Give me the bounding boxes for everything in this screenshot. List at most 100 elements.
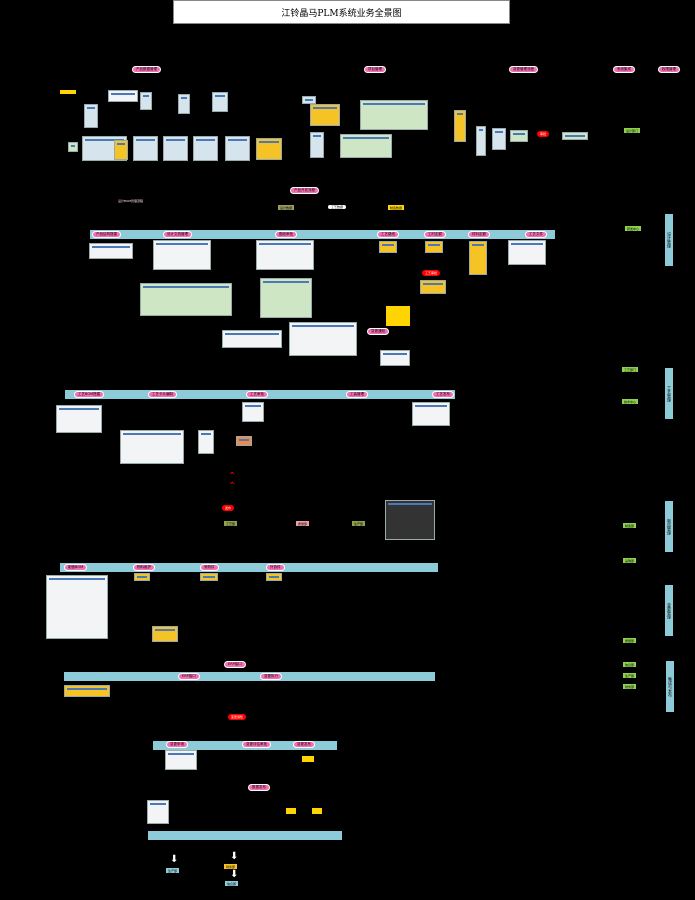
screenshot: [212, 92, 228, 112]
output-label: 信息部: [225, 881, 239, 886]
swimlane: [148, 831, 342, 840]
screenshot: [510, 130, 528, 142]
screenshot: [266, 573, 282, 581]
up-arrow-icon: ⌃: [228, 481, 237, 492]
screenshot: [46, 575, 108, 639]
sub-label: 设计数据: [278, 205, 295, 210]
process-step: 图纸审批: [275, 231, 297, 238]
screenshot: [163, 136, 188, 161]
process-step: 制造BOM: [64, 564, 88, 571]
dept-label: 制造部: [623, 523, 637, 528]
header-pill: 产品数据管理: [132, 66, 161, 73]
screenshot: [200, 573, 218, 581]
process-step: 物料维护: [133, 564, 155, 571]
screenshot: [562, 132, 588, 140]
screenshot: [153, 240, 211, 270]
screenshot: [454, 110, 466, 142]
side-category: 设计管理: [665, 214, 673, 266]
process-step: 工时定额: [424, 231, 446, 238]
side-category: 集成与发布: [666, 661, 674, 712]
side-category: 制造管理: [665, 501, 673, 552]
screenshot: [68, 142, 78, 152]
process-step: 工艺发布: [432, 391, 454, 398]
header-pill: 项目管理: [364, 66, 386, 73]
red-label: 变更通知: [228, 714, 247, 720]
output-label: 生产部: [166, 868, 180, 873]
header-pill: 权限管理: [658, 66, 680, 73]
screenshot: [379, 241, 397, 253]
screenshot: [340, 134, 392, 158]
process-step: 变更通知: [367, 328, 389, 335]
screenshot: [84, 104, 98, 128]
process-step: 产品结构搭建: [92, 231, 121, 238]
process-step: 工装管理: [346, 391, 368, 398]
process-step: 工艺审批: [246, 391, 268, 398]
tag: [312, 808, 322, 814]
dept-label: 信息部: [623, 662, 637, 667]
screenshot: [140, 92, 152, 110]
screenshot: [412, 402, 450, 426]
screenshot: [114, 140, 128, 160]
section-pill: 产品开发流程: [290, 187, 319, 194]
screenshot: [492, 128, 506, 150]
screenshot: [193, 136, 218, 161]
screenshot: [140, 283, 232, 316]
screenshot: [108, 90, 138, 102]
screenshot: [120, 430, 184, 464]
red-label: 发布: [222, 505, 235, 511]
screenshot: [64, 685, 110, 697]
screenshot: [89, 243, 133, 259]
header-pill: 变更管理流程: [509, 66, 538, 73]
screenshot: [310, 104, 340, 126]
process-step: 变更申请: [166, 741, 188, 748]
screenshot: [152, 626, 178, 642]
screenshot: [133, 136, 158, 161]
screenshot: [165, 750, 197, 770]
tag: 生产部: [352, 521, 366, 526]
screenshot: [225, 136, 250, 161]
screenshot: [508, 240, 546, 265]
tag: [302, 756, 314, 762]
screenshot: [256, 138, 282, 160]
screenshot: [425, 241, 443, 253]
header-pill: 系统集成: [613, 66, 635, 73]
dept-label: 采购部: [623, 558, 637, 563]
note: [386, 306, 410, 326]
dept-label: 技术中心: [622, 399, 639, 404]
screenshot: [147, 800, 169, 824]
red-label: 审批: [537, 131, 550, 137]
down-arrow-icon: ⬇: [230, 851, 239, 862]
tag: [286, 808, 296, 814]
screenshot: [134, 573, 150, 581]
section-pill: 数据发布: [248, 784, 270, 791]
dept-label: 研发中心: [625, 226, 642, 231]
screenshot: [420, 280, 446, 294]
dept-label: 财务部: [623, 684, 637, 689]
dept-label: 工艺部门: [622, 367, 639, 372]
process-step: 外协件: [266, 564, 285, 571]
process-step: 工艺BOM搭建: [74, 391, 105, 398]
dept-label: 设计部门: [624, 128, 641, 133]
page-title: 江铃晶马PLM系统业务全景图: [173, 0, 510, 24]
process-step: 工艺文件: [525, 231, 547, 238]
down-arrow-icon: ⬇: [230, 869, 239, 880]
screenshot: [476, 126, 486, 156]
red-label: 工艺审批: [422, 270, 441, 276]
screenshot: [242, 402, 264, 422]
process-step: 变更评估审批: [242, 741, 271, 748]
swimlane: [90, 230, 555, 239]
sub-label: 设计BOM管理流程: [118, 199, 143, 203]
sub-label: 制造数据: [388, 205, 405, 210]
swimlane: [60, 563, 438, 572]
swimlane: [64, 672, 435, 681]
tag: 质量部: [296, 521, 310, 526]
screenshot: [236, 436, 252, 446]
side-category: 变更管理: [665, 585, 673, 636]
screenshot: [178, 94, 190, 114]
process-step: 工艺路线: [377, 231, 399, 238]
process-step: 工艺卡片编制: [148, 391, 177, 398]
screenshot: [256, 240, 314, 270]
process-step: 采购件: [200, 564, 219, 571]
screenshot: [469, 241, 487, 275]
dept-label: 生产部: [623, 673, 637, 678]
